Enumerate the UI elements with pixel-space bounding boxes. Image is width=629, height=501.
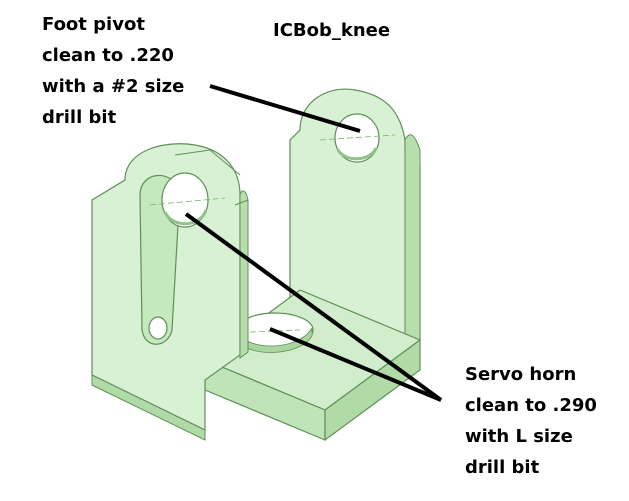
- foot-pivot-line-1: Foot pivot: [42, 14, 145, 35]
- servo-horn-line-3: with L size: [465, 426, 573, 447]
- servo-horn-line-2: clean to .290: [465, 395, 597, 416]
- small-hole: [148, 316, 168, 340]
- foot-pivot-hole: [161, 172, 209, 228]
- part-title: ICBob_knee: [273, 20, 391, 41]
- servo-leader-upper: [184, 212, 443, 402]
- servo-leader-lower: [269, 327, 442, 402]
- foot-pivot-leader: [209, 84, 361, 133]
- foot-pivot-line-2: clean to .220: [42, 45, 174, 66]
- servo-horn-note: Servo horn clean to .290 with L size dri…: [465, 359, 597, 483]
- leader-lines: [184, 84, 443, 402]
- left-upright: [91, 143, 249, 441]
- servo-horn-line-4: drill bit: [465, 457, 540, 478]
- foot-pivot-line-4: drill bit: [42, 107, 117, 128]
- servo-horn-line-1: Servo horn: [465, 364, 577, 385]
- foot-pivot-note: Foot pivot clean to .220 with a #2 size …: [42, 9, 184, 133]
- foot-pivot-line-3: with a #2 size: [42, 76, 185, 97]
